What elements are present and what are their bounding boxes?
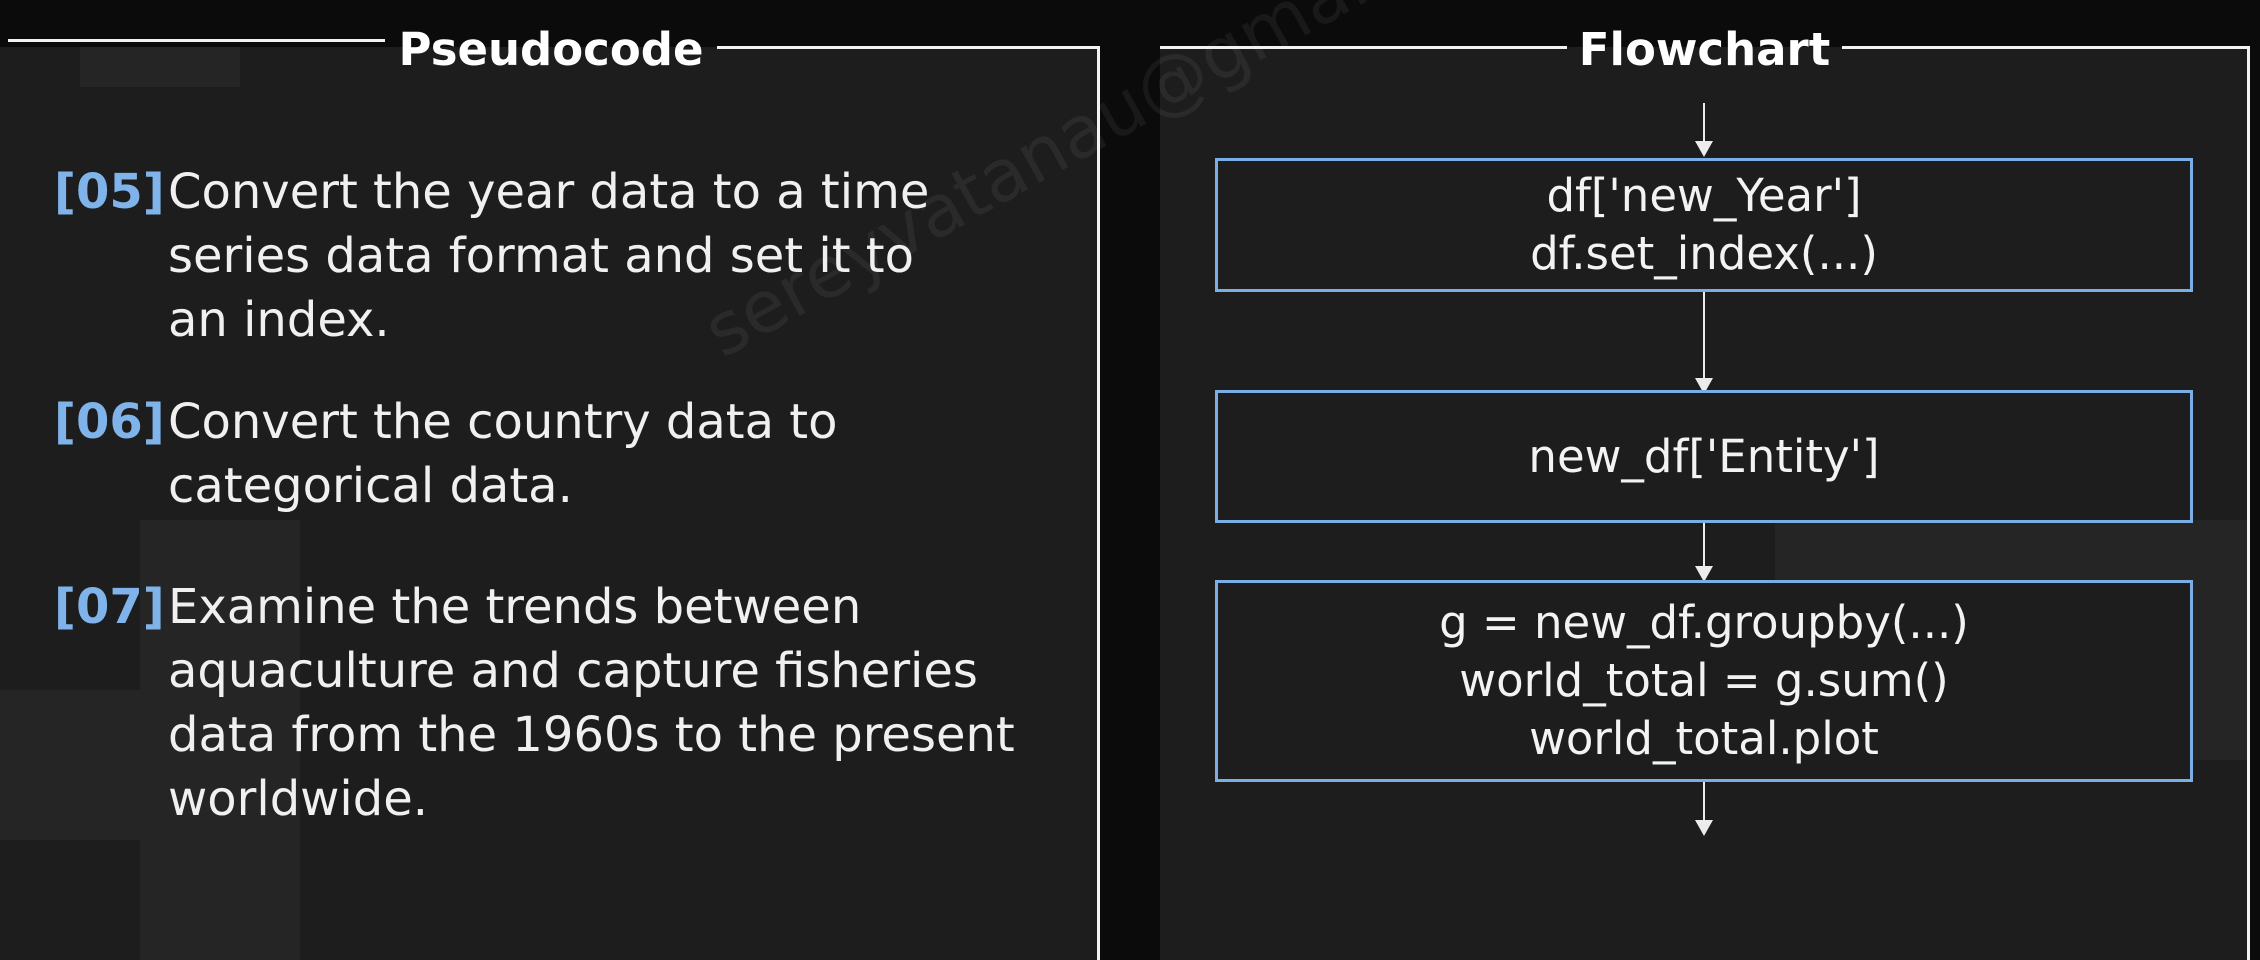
pseudocode-step: [07] Examine the trends between aquacult… <box>54 575 1084 831</box>
step-text: Examine the trends between aquaculture a… <box>168 579 1015 827</box>
code-line: df.set_index(...) <box>1530 227 1878 280</box>
flowchart-frame-right <box>2247 46 2250 960</box>
code-line: g = new_df.groupby(...) <box>1439 596 1969 649</box>
flowchart-frame-top-left <box>1160 46 1567 49</box>
pseudocode-frame-top-left <box>8 39 385 42</box>
pseudocode-title: Pseudocode <box>398 23 704 76</box>
step-number: [06] <box>54 394 165 450</box>
flowchart-frame-top-right <box>1842 46 2250 49</box>
flow-arrow <box>1695 292 1713 394</box>
pseudocode-step: [06] Convert the country data to categor… <box>54 390 1084 518</box>
code-line: world_total = g.sum() <box>1459 654 1949 707</box>
flow-arrow <box>1695 103 1713 157</box>
pseudocode-step: [05] Convert the year data to a time ser… <box>54 160 1084 352</box>
step-text: Convert the country data to categorical … <box>168 394 838 514</box>
step-number: [05] <box>54 164 165 220</box>
flow-arrow <box>1695 782 1713 836</box>
code-line: world_total.plot <box>1529 712 1879 765</box>
code-line: new_df['Entity'] <box>1528 429 1880 483</box>
step-number: [07] <box>54 579 165 635</box>
flowchart-title: Flowchart <box>1578 23 1831 76</box>
code-line: df['new_Year'] <box>1546 169 1862 222</box>
flowchart-step-box: new_df['Entity'] <box>1215 390 2193 523</box>
flow-arrow <box>1695 523 1713 582</box>
flowchart-step-box: df['new_Year'] df.set_index(...) <box>1215 158 2193 292</box>
flowchart-step-box: g = new_df.groupby(...) world_total = g.… <box>1215 580 2193 782</box>
step-text: Convert the year data to a time series d… <box>168 164 930 348</box>
pseudocode-frame-top-right <box>717 46 1100 49</box>
pseudocode-frame-right <box>1097 46 1100 960</box>
